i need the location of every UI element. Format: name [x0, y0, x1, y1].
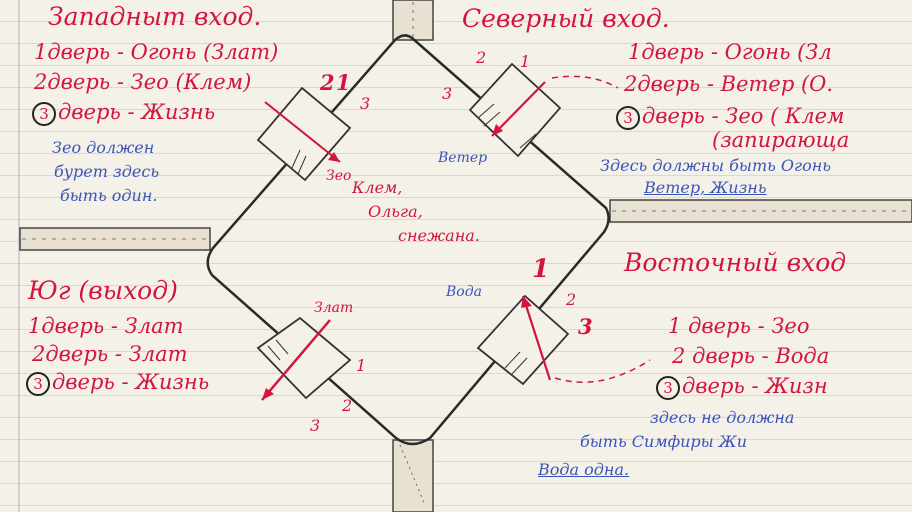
north-note-1: Здесь должны быть Огонь	[600, 156, 831, 175]
gate-nw-num-3: 3	[360, 94, 371, 113]
road-south	[392, 439, 434, 512]
gate-nw	[256, 86, 352, 182]
north-connector	[551, 75, 619, 89]
center-line-3: снежана.	[398, 226, 480, 245]
north-door-3-text: дверь - Зео ( Клем	[642, 104, 845, 128]
east-note-3: Вода одна.	[538, 460, 630, 479]
gate-ne	[468, 62, 562, 158]
gate-se-num-3: 3	[578, 314, 593, 339]
south-door-2-num: 2	[32, 342, 46, 366]
east-door-3-text: дверь - Жизн	[682, 374, 828, 398]
north-door-3-extra: (запирающа	[712, 128, 850, 152]
north-door-3-num: 3	[616, 106, 640, 130]
gate-se-num-1: 1	[532, 254, 550, 283]
gate-ne-num-2: 2	[476, 48, 487, 67]
gate-nw-num-2: 2	[320, 70, 335, 95]
west-door-3-num: 3	[32, 102, 56, 126]
south-door-1: 1дверь - Злат	[28, 314, 184, 338]
north-door-1: 1дверь - Огонь (Зл	[628, 40, 832, 64]
gate-sw	[256, 316, 352, 401]
west-door-2-text: дверь - Зео (Клем)	[47, 70, 252, 94]
west-door-2-num: 2	[34, 70, 48, 94]
south-door-3-text: дверь - Жизнь	[52, 370, 210, 394]
east-note-1: здесь не должна	[650, 408, 795, 427]
west-note-1: Зео должен	[52, 138, 155, 157]
east-door-2: 2 дверь - Вода	[672, 344, 829, 368]
west-note-2: бурет здесь	[54, 162, 160, 181]
south-door-1-num: 1	[28, 314, 42, 338]
gate-se	[476, 294, 570, 386]
gate-sw-num-3: 3	[310, 416, 321, 435]
center-line-1: Клем,	[352, 178, 403, 197]
east-door-1: 1 дверь - Зео	[668, 314, 810, 338]
west-title: Западныт вход.	[48, 2, 262, 31]
west-door-1-num: 1	[34, 40, 48, 64]
west-door-3-text: дверь - Жизнь	[58, 100, 216, 124]
road-west	[19, 227, 211, 251]
east-door-2-text: дверь - Вода	[692, 344, 830, 368]
gate-nw-num-1: 1	[336, 70, 351, 95]
north-note-2: Ветер, Жизнь	[644, 178, 767, 197]
west-door-1-text: дверь - Огонь (Злат)	[47, 40, 279, 64]
west-door-1: 1дверь - Огонь (Злат)	[34, 40, 278, 64]
south-door-2-text: дверь - Злат	[45, 342, 188, 366]
east-door-2-num: 2	[672, 344, 686, 368]
gate-sw-element: Злат	[314, 300, 354, 316]
south-door-3-num: 3	[26, 372, 50, 396]
east-door-1-num: 1	[668, 314, 682, 338]
gate-ne-num-1: 1	[520, 52, 531, 71]
east-door-3-num: 3	[656, 376, 680, 400]
gate-sw-num-1: 1	[356, 356, 367, 375]
north-door-1-num: 1	[628, 40, 642, 64]
north-title: Северный вход.	[462, 4, 670, 33]
road-north	[392, 0, 434, 41]
south-door-2: 2дверь - Злат	[32, 342, 188, 366]
margin-line	[18, 0, 20, 512]
east-door-1-text: дверь - Зео	[688, 314, 810, 338]
east-note-2: быть Симфиры Жи	[580, 432, 748, 451]
west-note-3: быть один.	[60, 186, 158, 205]
gate-sw-num-2: 2	[342, 396, 353, 415]
east-connector	[554, 359, 651, 383]
gate-nw-element: Зео	[326, 168, 352, 184]
west-door-2: 2дверь - Зео (Клем)	[34, 70, 251, 94]
south-title: Юг (выход)	[28, 276, 178, 305]
gate-ne-element: Ветер	[438, 150, 488, 166]
north-door-2-text: дверь - Ветер (О.	[637, 72, 834, 96]
center-line-2: Ольга,	[368, 202, 423, 221]
north-door-1-text: дверь - Огонь (Зл	[641, 40, 832, 64]
gate-se-num-2: 2	[566, 290, 577, 309]
gate-se-element: Вода	[446, 284, 482, 300]
south-door-1-text: дверь - Злат	[41, 314, 184, 338]
road-east	[609, 199, 912, 223]
central-diamond	[206, 34, 610, 446]
north-door-2: 2дверь - Ветер (О.	[624, 72, 833, 96]
east-title: Восточный вход	[624, 248, 847, 277]
gate-ne-num-3: 3	[442, 84, 453, 103]
north-door-2-num: 2	[624, 72, 638, 96]
